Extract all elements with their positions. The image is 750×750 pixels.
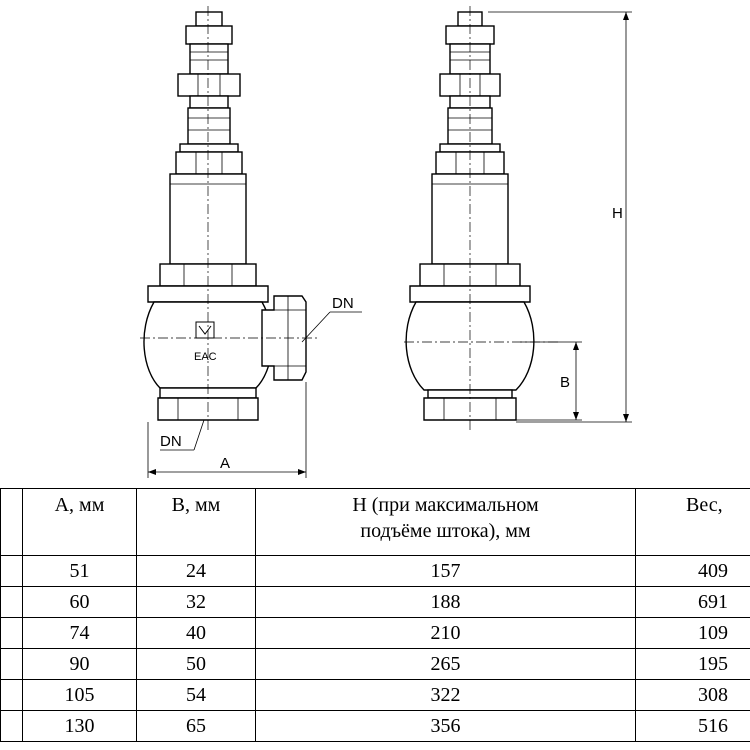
cell-a: 51 [22, 555, 137, 587]
label-dn-inlet: DN [160, 433, 182, 450]
cell-b: 32 [136, 586, 256, 618]
cell-b: 65 [136, 710, 256, 742]
cell-b: 54 [136, 679, 256, 711]
cell-h: 265 [255, 648, 636, 680]
cell-a: 90 [22, 648, 137, 680]
cell-dn [0, 617, 23, 649]
header-b: В, мм [136, 488, 256, 556]
cell-weight: 308 [635, 679, 750, 711]
cell-weight: 409 [635, 555, 750, 587]
label-dn-outlet: DN [332, 295, 354, 312]
label-b: B [560, 374, 570, 391]
cell-h: 157 [255, 555, 636, 587]
cell-dn [0, 679, 23, 711]
cell-dn [0, 710, 23, 742]
table-header-row: А, мм В, мм Н (при максимальном подъёме … [0, 488, 750, 556]
front-view [404, 6, 632, 430]
cell-weight: 691 [635, 586, 750, 618]
cell-a: 60 [22, 586, 137, 618]
svg-text:EAC: EAC [194, 351, 217, 363]
header-a: А, мм [22, 488, 137, 556]
header-weight: Вес, [635, 488, 750, 556]
label-h: H [612, 205, 623, 222]
cell-a: 105 [22, 679, 137, 711]
cell-weight: 109 [635, 617, 750, 649]
cell-weight: 516 [635, 710, 750, 742]
cell-a: 74 [22, 617, 137, 649]
header-dn [0, 488, 23, 556]
cell-h: 356 [255, 710, 636, 742]
table-row: 90 50 265 195 [0, 648, 750, 680]
cell-dn [0, 555, 23, 587]
cell-h: 210 [255, 617, 636, 649]
cell-dn [0, 648, 23, 680]
cell-h: 322 [255, 679, 636, 711]
cell-dn [0, 586, 23, 618]
table-row: 60 32 188 691 [0, 586, 750, 618]
cell-b: 40 [136, 617, 256, 649]
header-h: Н (при максимальном подъёме штока), мм [255, 488, 636, 556]
side-view: EAC [140, 6, 362, 478]
brand-logo-icon: EAC [194, 321, 217, 363]
table-row: 51 24 157 409 [0, 555, 750, 587]
cell-b: 24 [136, 555, 256, 587]
specs-table: А, мм В, мм Н (при максимальном подъёме … [0, 488, 750, 742]
cell-b: 50 [136, 648, 256, 680]
table-row: 105 54 322 308 [0, 679, 750, 711]
cell-weight: 195 [635, 648, 750, 680]
table-row: 74 40 210 109 [0, 617, 750, 649]
cell-a: 130 [22, 710, 137, 742]
label-a: A [220, 455, 230, 472]
table-row: 130 65 356 516 [0, 710, 750, 742]
valve-technical-drawing: EAC DN DN A [140, 6, 632, 478]
cell-h: 188 [255, 586, 636, 618]
